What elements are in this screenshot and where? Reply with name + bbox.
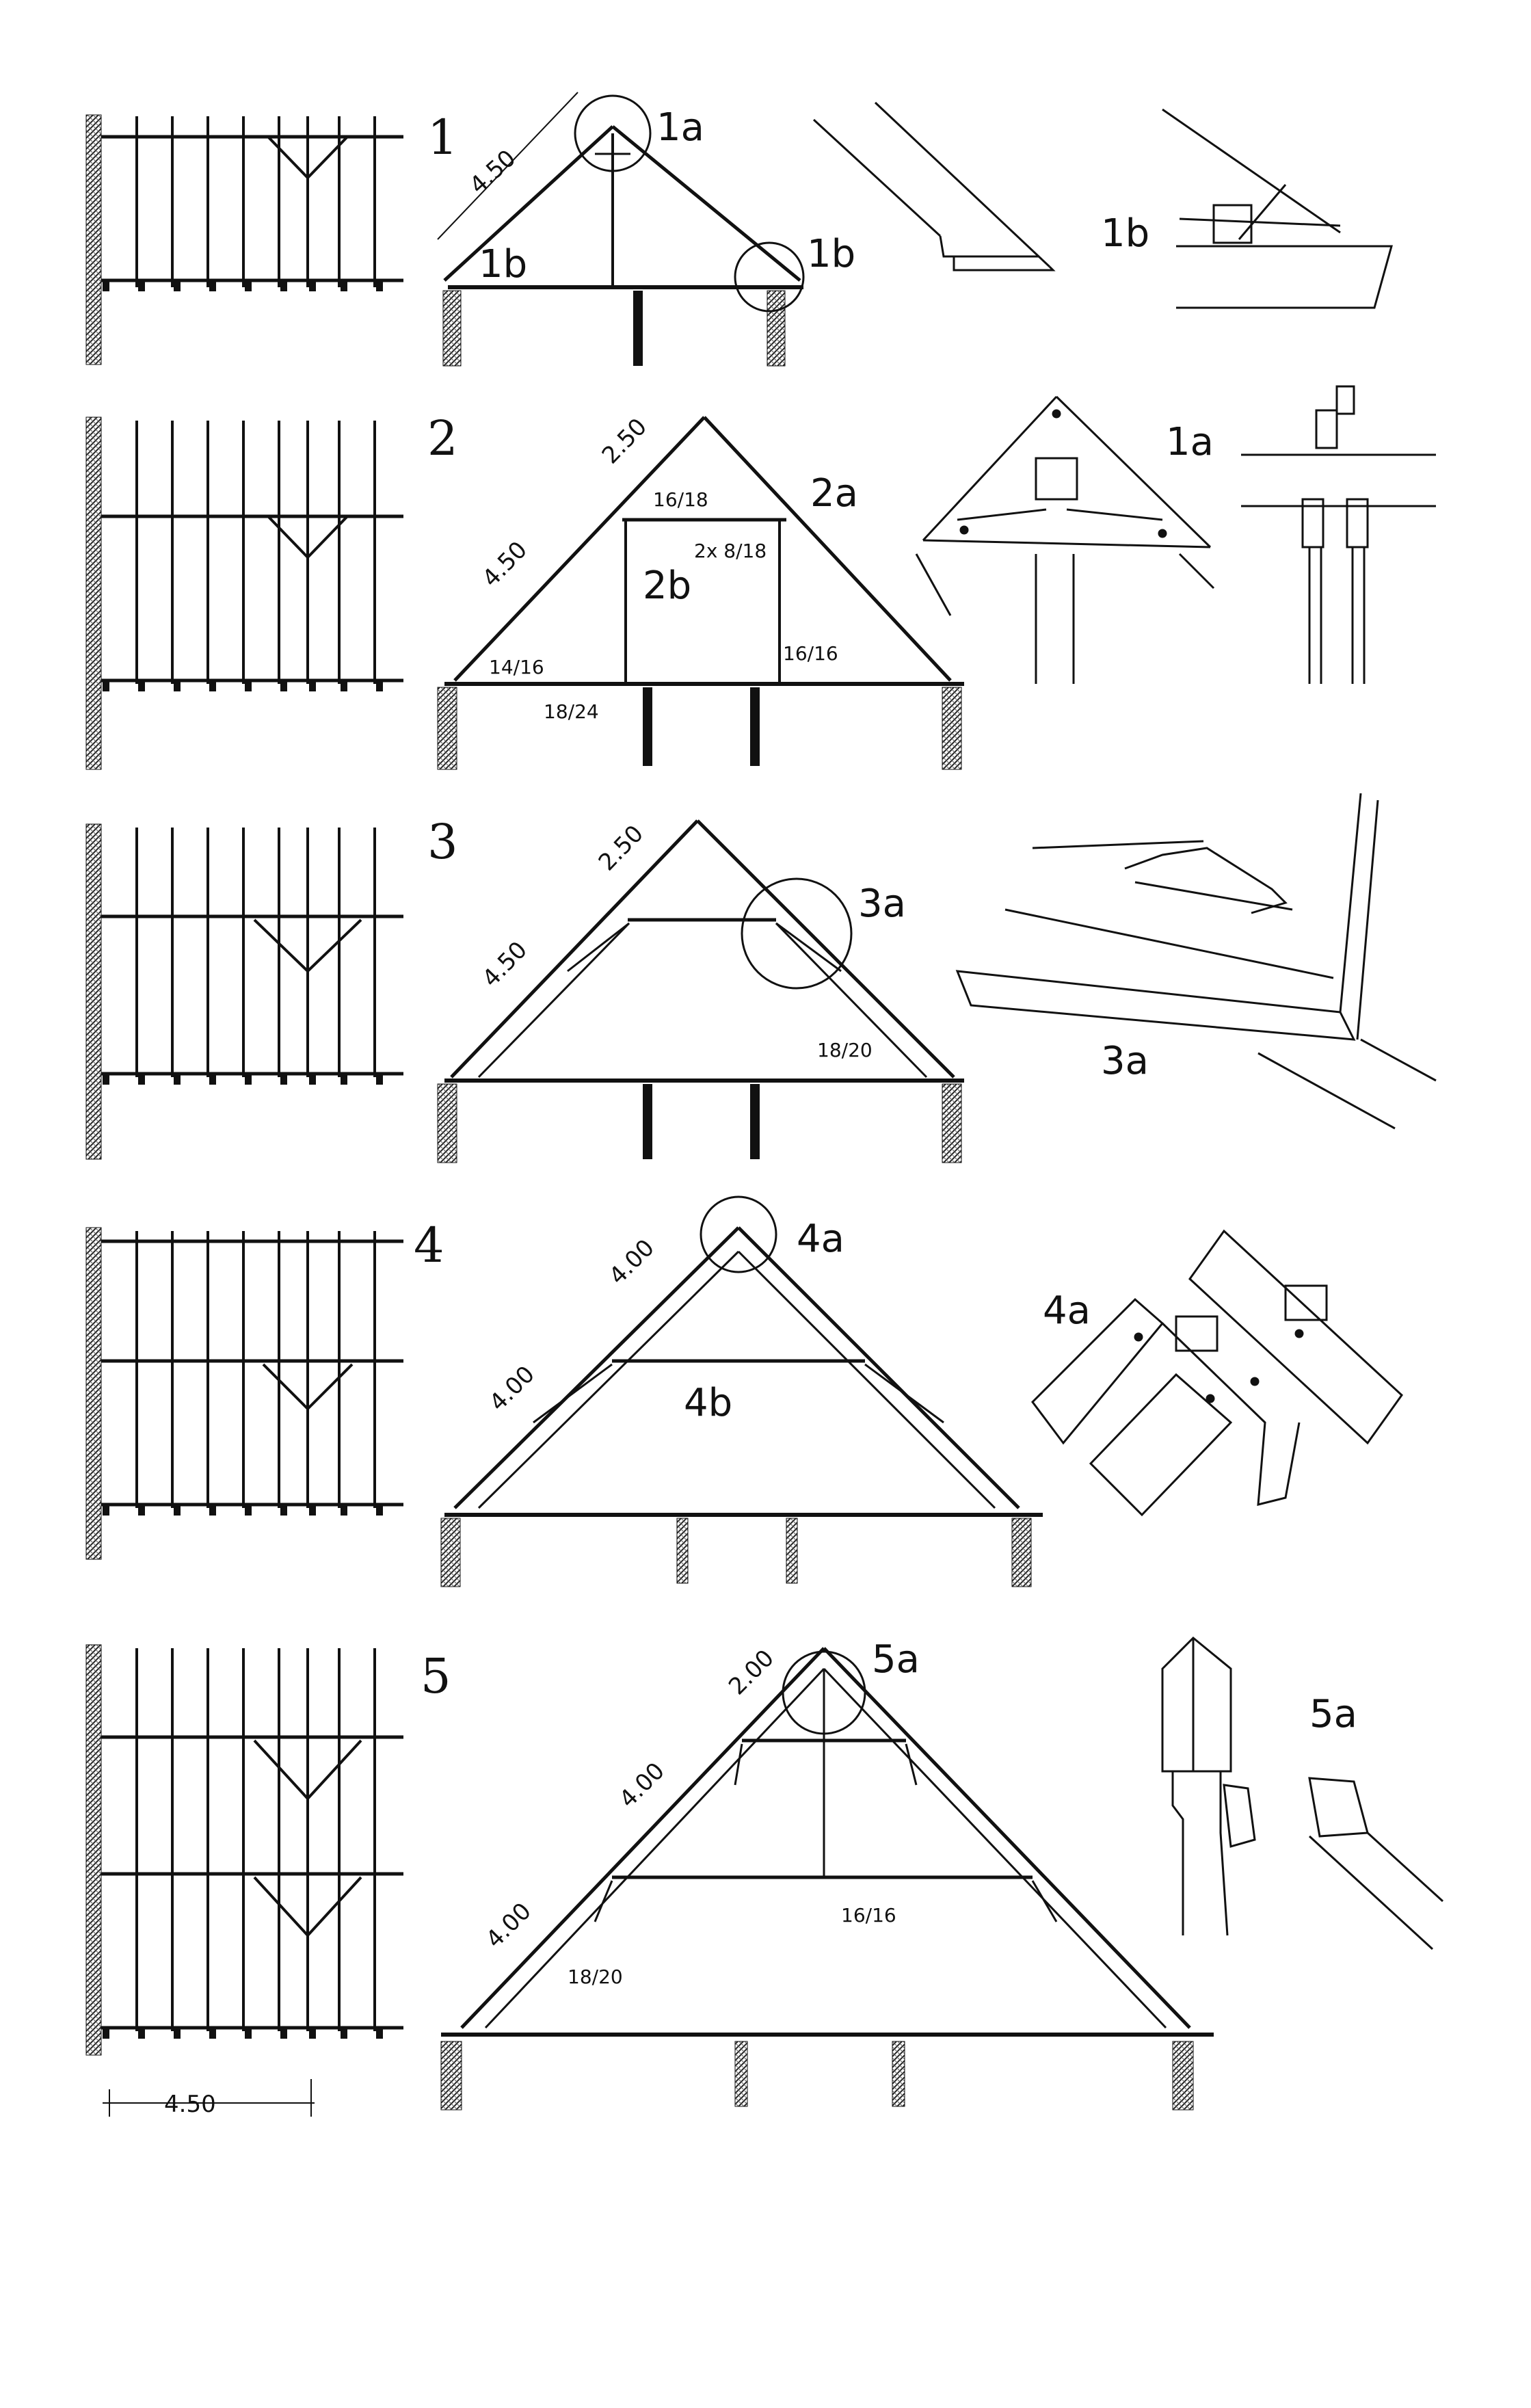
row-number-5: 5 (421, 1648, 451, 1704)
row-1: 1 4.50 1a 1b 1b (85, 92, 1393, 367)
detail-5a (1161, 1636, 1444, 1950)
size-2-1: 16/18 (653, 488, 708, 511)
size-2-5: 18/24 (544, 700, 599, 723)
label-1b-left: 1b (479, 242, 527, 287)
detail-4a (1031, 1229, 1403, 1517)
side-elevation-5 (85, 1644, 403, 2117)
dim-3-1: 2.50 (594, 820, 649, 876)
label-2b: 2b (643, 564, 691, 608)
size-5-2: 18/20 (568, 1966, 623, 1988)
side-elevation-3 (85, 823, 403, 1160)
detail-label-1b: 1b (1101, 211, 1149, 256)
truss-3 (437, 819, 964, 1163)
detail-1b (1162, 108, 1393, 309)
row-number-3: 3 (427, 814, 458, 870)
detail-label-1a: 1a (1166, 420, 1214, 464)
size-5-1: 16/16 (841, 1904, 896, 1927)
row-number-4: 4 (414, 1217, 444, 1273)
dim-5-1: 2.00 (723, 1645, 780, 1701)
truss-1 (437, 92, 805, 367)
side-elevation-2 (85, 416, 403, 770)
size-2-2: 2x 8/18 (694, 540, 767, 562)
truss-2 (437, 416, 964, 770)
dim-4-1: 4.00 (604, 1234, 660, 1291)
truss-4 (440, 1195, 1043, 1587)
row-3: 3 2.50 4.50 3a 18/20 (85, 793, 1437, 1163)
detail-label-5a: 5a (1309, 1692, 1357, 1736)
bottom-dim: 4.50 (164, 2091, 216, 2118)
dim-5-2: 4.00 (614, 1758, 670, 1814)
detail-apex-joint (915, 395, 1215, 684)
row-number-1: 1 (427, 109, 458, 166)
row-2: 2 2.50 4.50 2a 2b 16/18 2x 8/18 14/16 16… (85, 385, 1436, 770)
size-2-3: 14/16 (489, 656, 544, 678)
dim-2-1: 2.50 (597, 413, 652, 469)
side-elevation-4 (85, 1227, 403, 1560)
dim-5-3: 4.00 (481, 1898, 537, 1954)
dim-2-2: 4.50 (477, 536, 533, 592)
detail-post-joint (1241, 385, 1436, 684)
label-3a: 3a (858, 882, 906, 926)
label-1a: 1a (656, 105, 704, 150)
label-2a: 2a (810, 471, 858, 516)
detail-3a (955, 793, 1437, 1130)
dim-4-2: 4.00 (484, 1361, 540, 1417)
truss-5 (440, 1647, 1214, 2111)
detail-label-4a: 4a (1043, 1288, 1091, 1333)
row-5: 4.50 5 2.00 4.00 4.00 5a 16/16 18/20 (85, 1636, 1444, 2118)
detail-rafter-end (812, 101, 1056, 272)
dim-3-2: 4.50 (477, 936, 533, 992)
size-3-1: 18/20 (817, 1039, 873, 1061)
side-elevation-1 (85, 114, 403, 365)
size-2-4: 16/16 (783, 642, 838, 665)
label-4b: 4b (684, 1381, 732, 1425)
dim-1-1: 4.50 (464, 144, 521, 199)
label-5a: 5a (872, 1637, 920, 1682)
row-4: 4 4.00 4.00 4a 4b (85, 1195, 1403, 1587)
detail-label-3a: 3a (1101, 1039, 1149, 1083)
label-1b-right: 1b (807, 232, 855, 276)
label-4a: 4a (797, 1217, 844, 1261)
row-number-2: 2 (427, 410, 458, 466)
